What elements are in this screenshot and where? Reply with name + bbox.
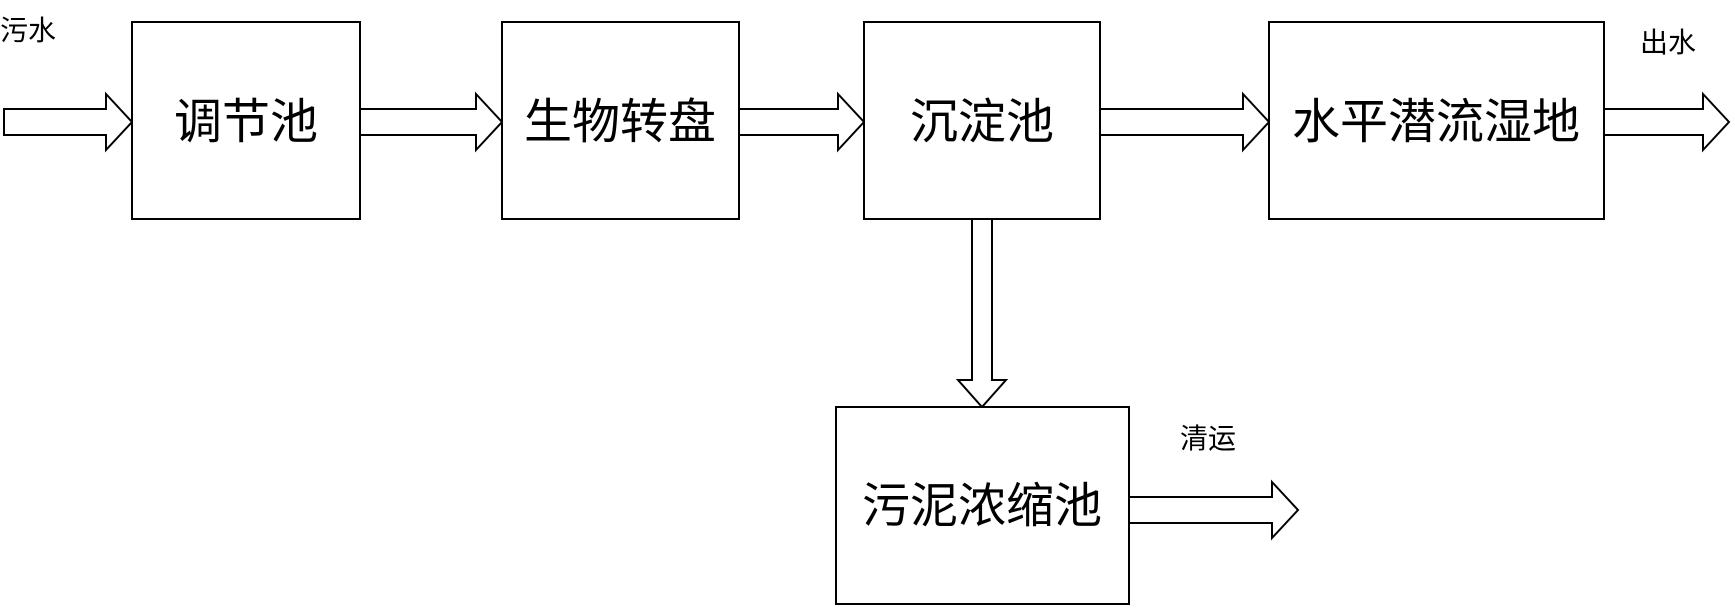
adjustment-tank-box: 调节池 [131, 21, 361, 220]
wetland-box: 水平潜流湿地 [1268, 21, 1605, 220]
inflow-arrow [3, 91, 134, 153]
sedimentation-tank-label: 沉淀池 [910, 94, 1054, 150]
sludge-tank-box: 污泥浓缩池 [835, 406, 1130, 605]
sedimentation-tank-box: 沉淀池 [863, 21, 1101, 220]
sludge-removal-arrow [1128, 479, 1300, 541]
outflow-arrow [1603, 91, 1731, 153]
sludge-arrow [955, 218, 1009, 409]
adjustment-tank-label: 调节池 [174, 94, 318, 150]
inflow-label: 污水 [0, 14, 56, 47]
wetland-label: 水平潜流湿地 [1292, 94, 1580, 150]
outflow-label: 出水 [1640, 26, 1696, 59]
flow-arrow-3 [1099, 91, 1271, 153]
sludge-out-label: 清运 [1180, 422, 1236, 455]
sludge-tank-label: 污泥浓缩池 [862, 478, 1102, 534]
flow-arrow-1 [359, 91, 504, 153]
flow-arrow-2 [738, 91, 866, 153]
biodisc-label: 生物转盘 [524, 94, 716, 150]
biodisc-box: 生物转盘 [501, 21, 740, 220]
